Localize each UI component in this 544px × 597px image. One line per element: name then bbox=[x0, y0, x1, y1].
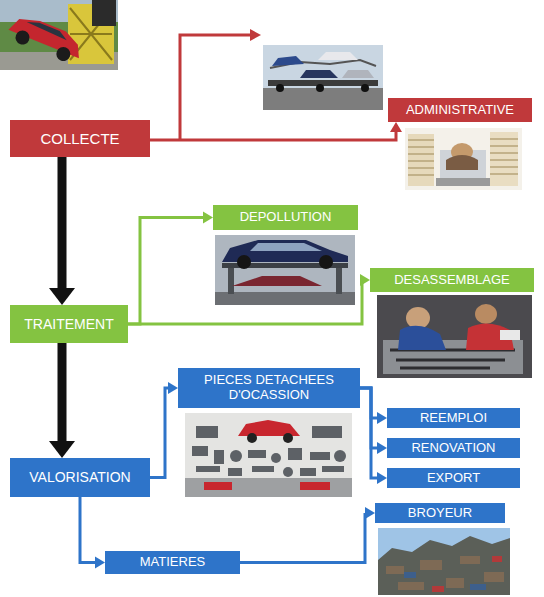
flow-arrow bbox=[150, 382, 178, 478]
flow-line bbox=[58, 343, 67, 441]
arrow-head bbox=[390, 122, 402, 132]
flow-arrow bbox=[49, 343, 75, 458]
arrow-head bbox=[49, 441, 75, 458]
outcome-box: EXPORT bbox=[387, 468, 520, 488]
flow-arrow bbox=[240, 507, 375, 563]
flow-line bbox=[80, 497, 95, 563]
arrow-head bbox=[250, 29, 261, 41]
paperwork-photo bbox=[405, 128, 522, 190]
arrow-head bbox=[95, 557, 105, 569]
box-label: EXPORT bbox=[427, 471, 480, 486]
stage-box: VALORISATION bbox=[10, 458, 150, 497]
box-label: BROYEUR bbox=[408, 506, 472, 521]
flow-line bbox=[150, 388, 168, 478]
step-box: DEPOLLUTION bbox=[213, 205, 358, 230]
step-box: DESASSEMBLAGE bbox=[370, 268, 534, 292]
box-label: DEPOLLUTION bbox=[240, 210, 332, 225]
box-label: DESASSEMBLAGE bbox=[394, 273, 510, 288]
arrow-head bbox=[365, 507, 375, 519]
step-box: PIECES DETACHEES D'OCASSION bbox=[178, 368, 360, 408]
flow-arrow bbox=[49, 157, 75, 305]
flow-line bbox=[240, 513, 365, 563]
arrow-head bbox=[168, 382, 178, 394]
flow-arrow bbox=[360, 388, 387, 454]
step-box: MATIERES bbox=[105, 551, 240, 574]
flow-line bbox=[150, 132, 396, 140]
box-label: RENOVATION bbox=[411, 441, 495, 456]
disassembly-photo bbox=[377, 295, 532, 378]
flow-arrow bbox=[360, 388, 387, 484]
flow-line bbox=[128, 218, 203, 325]
arrow-head bbox=[203, 212, 213, 224]
wreck-photo bbox=[0, 0, 118, 70]
flow-arrow bbox=[360, 388, 387, 424]
flow-arrow bbox=[150, 122, 402, 140]
depollution-photo bbox=[215, 235, 355, 305]
flow-arrow bbox=[128, 212, 213, 325]
box-label: MATIERES bbox=[140, 555, 206, 570]
flow-line bbox=[58, 157, 67, 288]
outcome-box: RENOVATION bbox=[387, 438, 520, 458]
arrow-head bbox=[360, 274, 370, 286]
box-label: VALORISATION bbox=[29, 469, 130, 485]
arrow-head bbox=[49, 288, 75, 305]
box-label: REEMPLOI bbox=[420, 411, 487, 426]
box-label: ADMINISTRATIVE bbox=[406, 103, 514, 118]
arrow-head bbox=[377, 472, 387, 484]
flow-line bbox=[360, 388, 377, 478]
arrow-head bbox=[377, 442, 387, 454]
flow-arrow bbox=[80, 497, 105, 569]
truck-photo bbox=[263, 45, 383, 110]
flow-line bbox=[360, 388, 377, 448]
outcome-box: BROYEUR bbox=[375, 503, 505, 523]
stage-box: TRAITEMENT bbox=[10, 305, 128, 343]
box-label: COLLECTE bbox=[40, 130, 119, 147]
parts-photo bbox=[185, 413, 352, 497]
box-label: PIECES DETACHEES D'OCASSION bbox=[184, 373, 354, 403]
stage-box: COLLECTE bbox=[10, 120, 150, 157]
step-box: ADMINISTRATIVE bbox=[388, 98, 532, 122]
box-label: TRAITEMENT bbox=[24, 316, 113, 332]
branch-line bbox=[180, 35, 251, 141]
outcome-box: REEMPLOI bbox=[387, 408, 520, 428]
arrow-head bbox=[377, 412, 387, 424]
shredder-photo bbox=[378, 528, 510, 595]
flow-line bbox=[360, 388, 377, 418]
